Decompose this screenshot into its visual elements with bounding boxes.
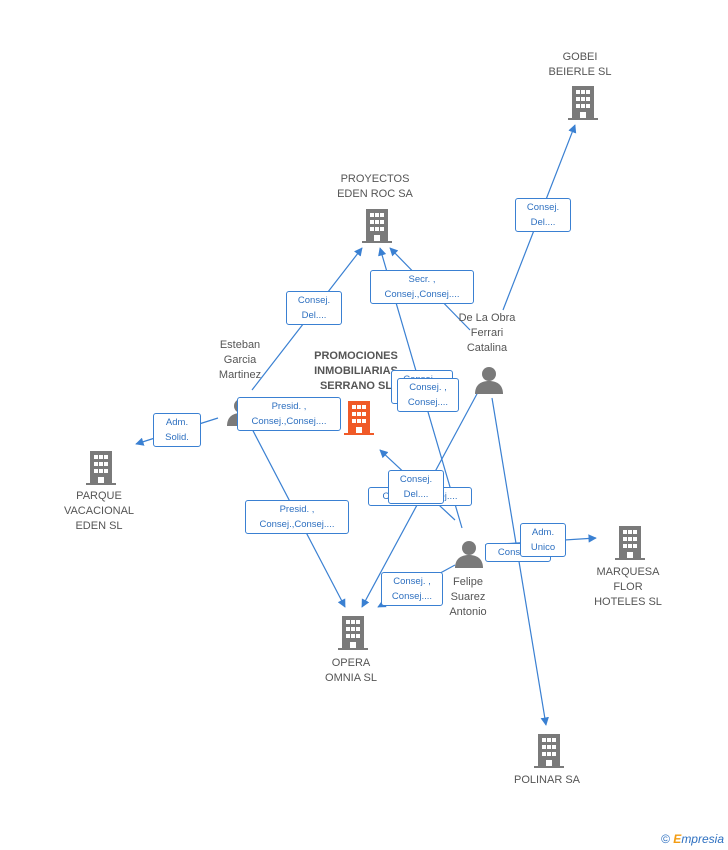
building-icon[interactable]: [534, 732, 564, 768]
node-label-marquesa[interactable]: MARQUESA FLOR HOTELES SL: [594, 566, 662, 608]
node-label-parque[interactable]: PARQUE VACACIONAL EDEN SL: [63, 490, 135, 532]
person-icon[interactable]: [474, 366, 504, 394]
building-main-icon[interactable]: [343, 399, 375, 435]
node-label-delaobra[interactable]: De La Obra Ferrari Catalina: [458, 312, 516, 354]
edge-label-consej-consej[interactable]: Consej. , Consej....: [397, 378, 459, 412]
node-label-esteban[interactable]: Esteban Garcia Martinez: [218, 339, 262, 381]
edge-label-secr-consej[interactable]: Secr. , Consej.,Consej....: [370, 270, 474, 304]
copyright-symbol: ©: [661, 832, 670, 846]
edge-label-presid-consej[interactable]: Presid. , Consej.,Consej....: [237, 397, 341, 431]
edge-label-consej-consej[interactable]: Consej. , Consej....: [381, 572, 443, 606]
building-icon[interactable]: [615, 524, 645, 560]
building-icon[interactable]: [568, 84, 598, 120]
node-label-opera[interactable]: OPERA OMNIA SL: [325, 657, 377, 684]
building-icon[interactable]: [362, 207, 392, 243]
building-icon[interactable]: [338, 614, 368, 650]
brand-name: mpresia: [681, 832, 724, 846]
node-label-promociones[interactable]: PROMOCIONES INMOBILIARIAS SERRANO SL: [314, 350, 398, 392]
edge-label-consej-del[interactable]: Consej. Del....: [286, 291, 342, 325]
edge-label-consej-del[interactable]: Consej. Del....: [515, 198, 571, 232]
node-label-polinar[interactable]: POLINAR SA: [513, 774, 581, 786]
brand-initial: E: [673, 832, 682, 846]
edge-label-adm-unico[interactable]: Adm. Unico: [520, 523, 566, 557]
node-label-gobei[interactable]: GOBEI BEIERLE SL: [548, 51, 612, 78]
edge-label-presid-consej[interactable]: Presid. , Consej.,Consej....: [245, 500, 349, 534]
node-label-felipe[interactable]: Felipe Suarez Antonio: [449, 576, 487, 618]
edge-label-adm-solid[interactable]: Adm. Solid.: [153, 413, 201, 447]
brand-footer[interactable]: © Empresia: [661, 832, 724, 846]
person-icon[interactable]: [454, 540, 484, 568]
building-icon[interactable]: [86, 449, 116, 485]
edge-label-consej-del[interactable]: Consej. Del....: [388, 470, 444, 504]
node-label-proyectos[interactable]: PROYECTOS EDEN ROC SA: [337, 173, 413, 200]
